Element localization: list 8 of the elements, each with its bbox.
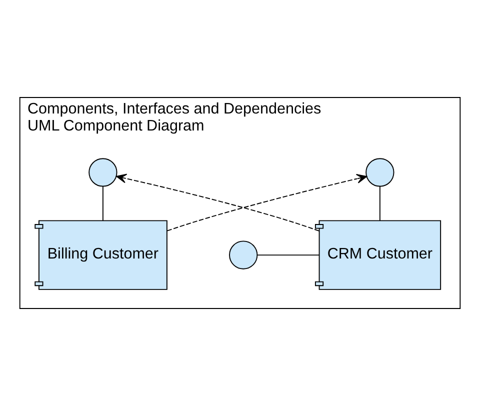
- connector: [102, 185, 104, 221]
- arrow: [116, 173, 320, 231]
- node-circle: [229, 240, 258, 269]
- node-circle: [366, 158, 394, 186]
- connector: [379, 185, 380, 221]
- node-circle: [88, 158, 118, 186]
- connector: [256, 254, 320, 256]
- arrow: [166, 174, 368, 231]
